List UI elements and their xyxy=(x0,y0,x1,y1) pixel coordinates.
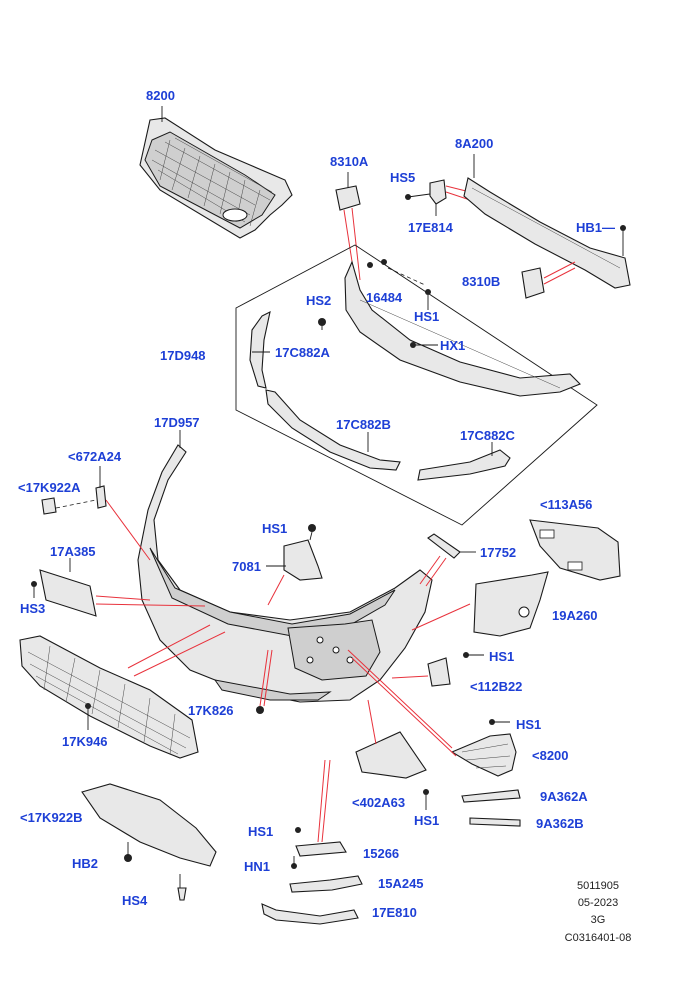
label-HB1[interactable]: HB1— xyxy=(576,220,616,235)
label-17A385[interactable]: 17A385 xyxy=(50,544,96,559)
beam-8A200 xyxy=(463,154,631,289)
footer-date: 05-2023 xyxy=(577,897,619,909)
strip-9A362 xyxy=(461,789,521,827)
label-9A362A[interactable]: 9A362A xyxy=(540,789,588,804)
grille-insert-8200 xyxy=(347,649,517,777)
label-HN1[interactable]: HN1 xyxy=(244,859,271,874)
label-9A362B[interactable]: 9A362B xyxy=(536,816,584,831)
label-HS2[interactable]: HS2 xyxy=(306,293,332,308)
label-HS5[interactable]: HS5 xyxy=(390,170,416,185)
label-17D948[interactable]: 17D948 xyxy=(160,348,206,363)
label-HX1[interactable]: HX1 xyxy=(440,338,466,353)
label-8A200[interactable]: 8A200 xyxy=(455,136,494,151)
label-16484[interactable]: 16484 xyxy=(366,290,403,305)
label-17K922B[interactable]: <17K922B xyxy=(20,810,83,825)
label-17C882A[interactable]: 17C882A xyxy=(275,345,330,360)
bracket-112B22 xyxy=(391,652,484,687)
label-112B22[interactable]: <112B22 xyxy=(470,679,523,694)
plate-17A385 xyxy=(31,558,206,617)
label-8200-top[interactable]: 8200 xyxy=(146,88,175,103)
label-7081[interactable]: 7081 xyxy=(232,559,261,574)
bumper-cover-17D957 xyxy=(137,430,433,703)
fastener-17K826 xyxy=(256,649,273,714)
bracket-402A63 xyxy=(355,699,429,810)
label-17K826[interactable]: 17K826 xyxy=(188,703,234,718)
bracket-672A24 xyxy=(41,466,151,561)
label-672A24[interactable]: <672A24 xyxy=(68,449,122,464)
label-15266[interactable]: 15266 xyxy=(363,846,400,861)
lower-trims xyxy=(261,759,363,925)
label-HS1-e[interactable]: HS1 xyxy=(414,813,440,828)
lower-grille-17K946 xyxy=(19,624,226,759)
label-402A63[interactable]: <402A63 xyxy=(352,795,406,810)
clip-17E814 xyxy=(405,179,471,216)
grille-8200 xyxy=(139,106,293,239)
label-17C882C[interactable]: 17C882C xyxy=(460,428,515,443)
label-17D957[interactable]: 17D957 xyxy=(154,415,200,430)
label-HS1-f[interactable]: HS1 xyxy=(248,824,274,839)
label-HB2[interactable]: HB2 xyxy=(72,856,99,871)
label-19A260[interactable]: 19A260 xyxy=(552,608,598,623)
label-17K922A[interactable]: <17K922A xyxy=(18,480,81,495)
label-17752[interactable]: 17752 xyxy=(480,545,517,560)
label-17K946[interactable]: 17K946 xyxy=(62,734,108,749)
label-HS4[interactable]: HS4 xyxy=(122,893,148,908)
footer-code: 3G xyxy=(590,914,606,926)
label-HS1-b[interactable]: HS1 xyxy=(262,521,288,536)
footer-illustration-id: C0316401-08 xyxy=(564,932,632,944)
label-17E810[interactable]: 17E810 xyxy=(372,905,417,920)
footer-doc-number: 5011905 xyxy=(576,880,619,892)
label-113A56[interactable]: <113A56 xyxy=(540,497,593,512)
label-HS1-a[interactable]: HS1 xyxy=(414,309,440,324)
subassembly-box xyxy=(235,244,598,526)
label-8200-low[interactable]: <8200 xyxy=(532,748,569,763)
label-8310B[interactable]: 8310B xyxy=(462,274,501,289)
bracket-113A56 xyxy=(529,519,621,581)
label-17E814[interactable]: 17E814 xyxy=(408,220,453,235)
label-HS1-c[interactable]: HS1 xyxy=(489,649,515,664)
label-15A245[interactable]: 15A245 xyxy=(378,876,424,891)
skid-plate-17K922B xyxy=(81,783,217,901)
label-HS1-d[interactable]: HS1 xyxy=(516,717,542,732)
bracket-7081 xyxy=(266,524,323,606)
duct-19A260 xyxy=(411,571,549,637)
label-HS3[interactable]: HS3 xyxy=(20,601,46,616)
bracket-8310B xyxy=(521,261,576,299)
strip-17752 xyxy=(419,533,476,587)
label-17C882B[interactable]: 17C882B xyxy=(336,417,391,432)
label-8310A[interactable]: 8310A xyxy=(330,154,369,169)
